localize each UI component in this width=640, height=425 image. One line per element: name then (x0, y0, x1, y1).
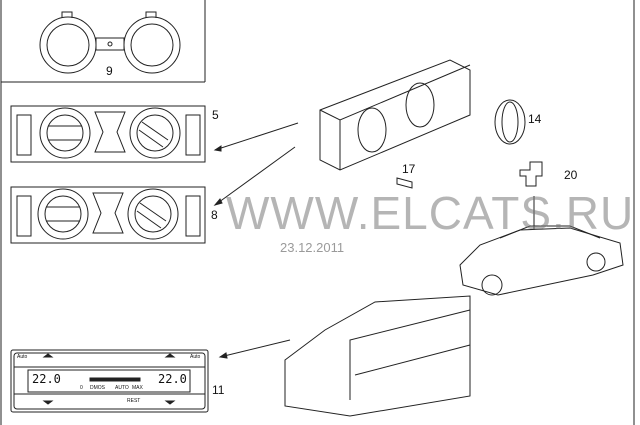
auto-label-right: Auto (190, 354, 201, 360)
callout-11: 11 (212, 383, 225, 397)
callout-14: 14 (528, 112, 542, 126)
callout-9: 9 (106, 64, 113, 78)
part-9-bezel (39, 11, 181, 74)
car-illustration (459, 225, 624, 296)
rest-label: REST (127, 398, 141, 404)
heater-control-unit (319, 59, 471, 171)
watermark: WWW.ELCATS.RU (226, 187, 635, 239)
part-17-bulb (396, 177, 413, 189)
scale-label: AUTO (115, 385, 129, 391)
left-temp-display: 22.0 (32, 372, 61, 386)
watermark-date: 23.12.2011 (280, 240, 345, 255)
callout-20: 20 (564, 168, 578, 182)
automatic-climate-unit (284, 295, 471, 417)
callout-8: 8 (211, 208, 218, 222)
part-11-panel (10, 349, 209, 413)
callout-17: 17 (402, 162, 416, 176)
part-5-panel (10, 105, 206, 163)
scale-label: 0 (80, 385, 83, 391)
auto-label-left: Auto (17, 354, 28, 360)
part-20-sensor (519, 161, 543, 230)
callout-5: 5 (212, 108, 219, 122)
part-14-knob (494, 99, 526, 145)
scale-label: DMOS (90, 385, 105, 391)
leader-arrows (213, 122, 299, 359)
part-8-panel (10, 186, 206, 244)
right-temp-display: 22.0 (158, 372, 187, 386)
scale-label: MAX (132, 385, 143, 391)
